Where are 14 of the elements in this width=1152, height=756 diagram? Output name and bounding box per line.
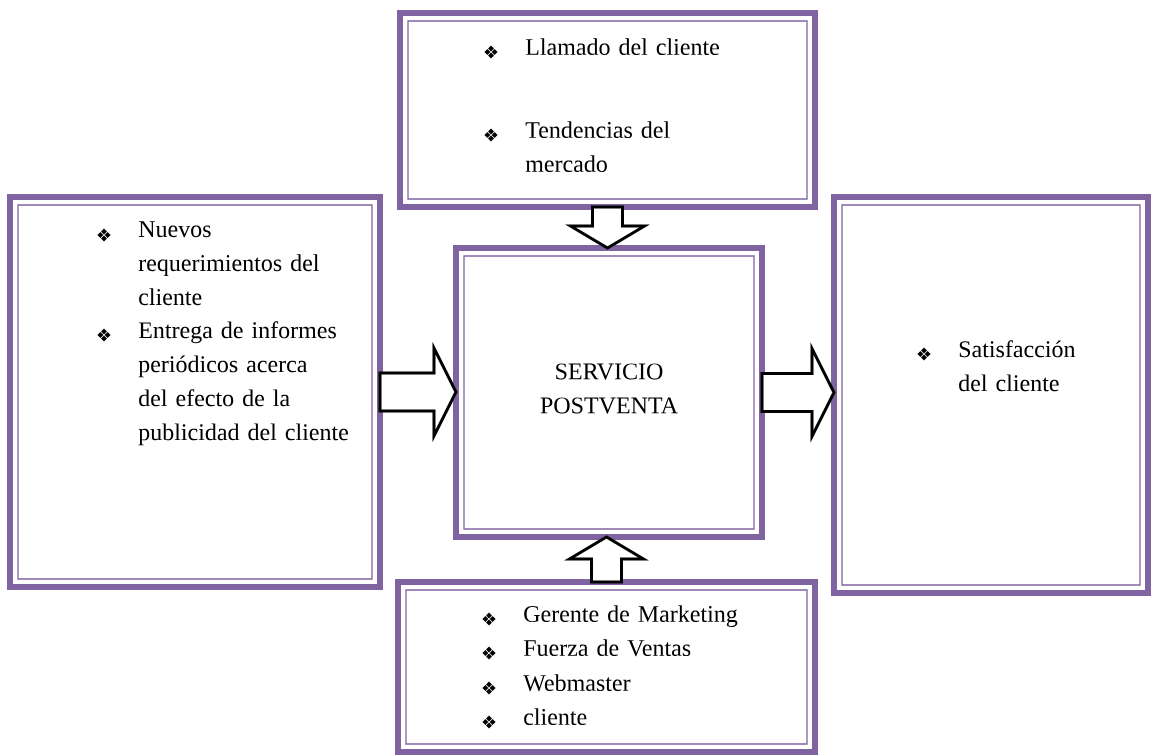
- bullet-text: Webmaster: [523, 674, 631, 692]
- block-arrow: [564, 535, 649, 584]
- bullet-text: Satisfacción del cliente: [959, 340, 1076, 392]
- bullet-text: Llamado del cliente: [525, 38, 719, 56]
- block-arrow: [760, 342, 836, 443]
- bullet-text: Entrega de informes periódicos acerca del efecto de la publicidad del cliente: [138, 321, 348, 446]
- bullet-text: Fuerza de Ventas: [523, 639, 691, 657]
- bullet-text: Nuevos requerimientos del cliente: [138, 221, 319, 306]
- block-arrow: [378, 341, 458, 443]
- block-arrow: [565, 205, 650, 250]
- bullet-text: cliente: [524, 708, 587, 726]
- bullet-text: Gerente de Marketing: [524, 605, 738, 628]
- box-title: SERVICIO POSTVENTA: [540, 363, 678, 414]
- bullet-text: Tendencias del mercado: [525, 121, 670, 173]
